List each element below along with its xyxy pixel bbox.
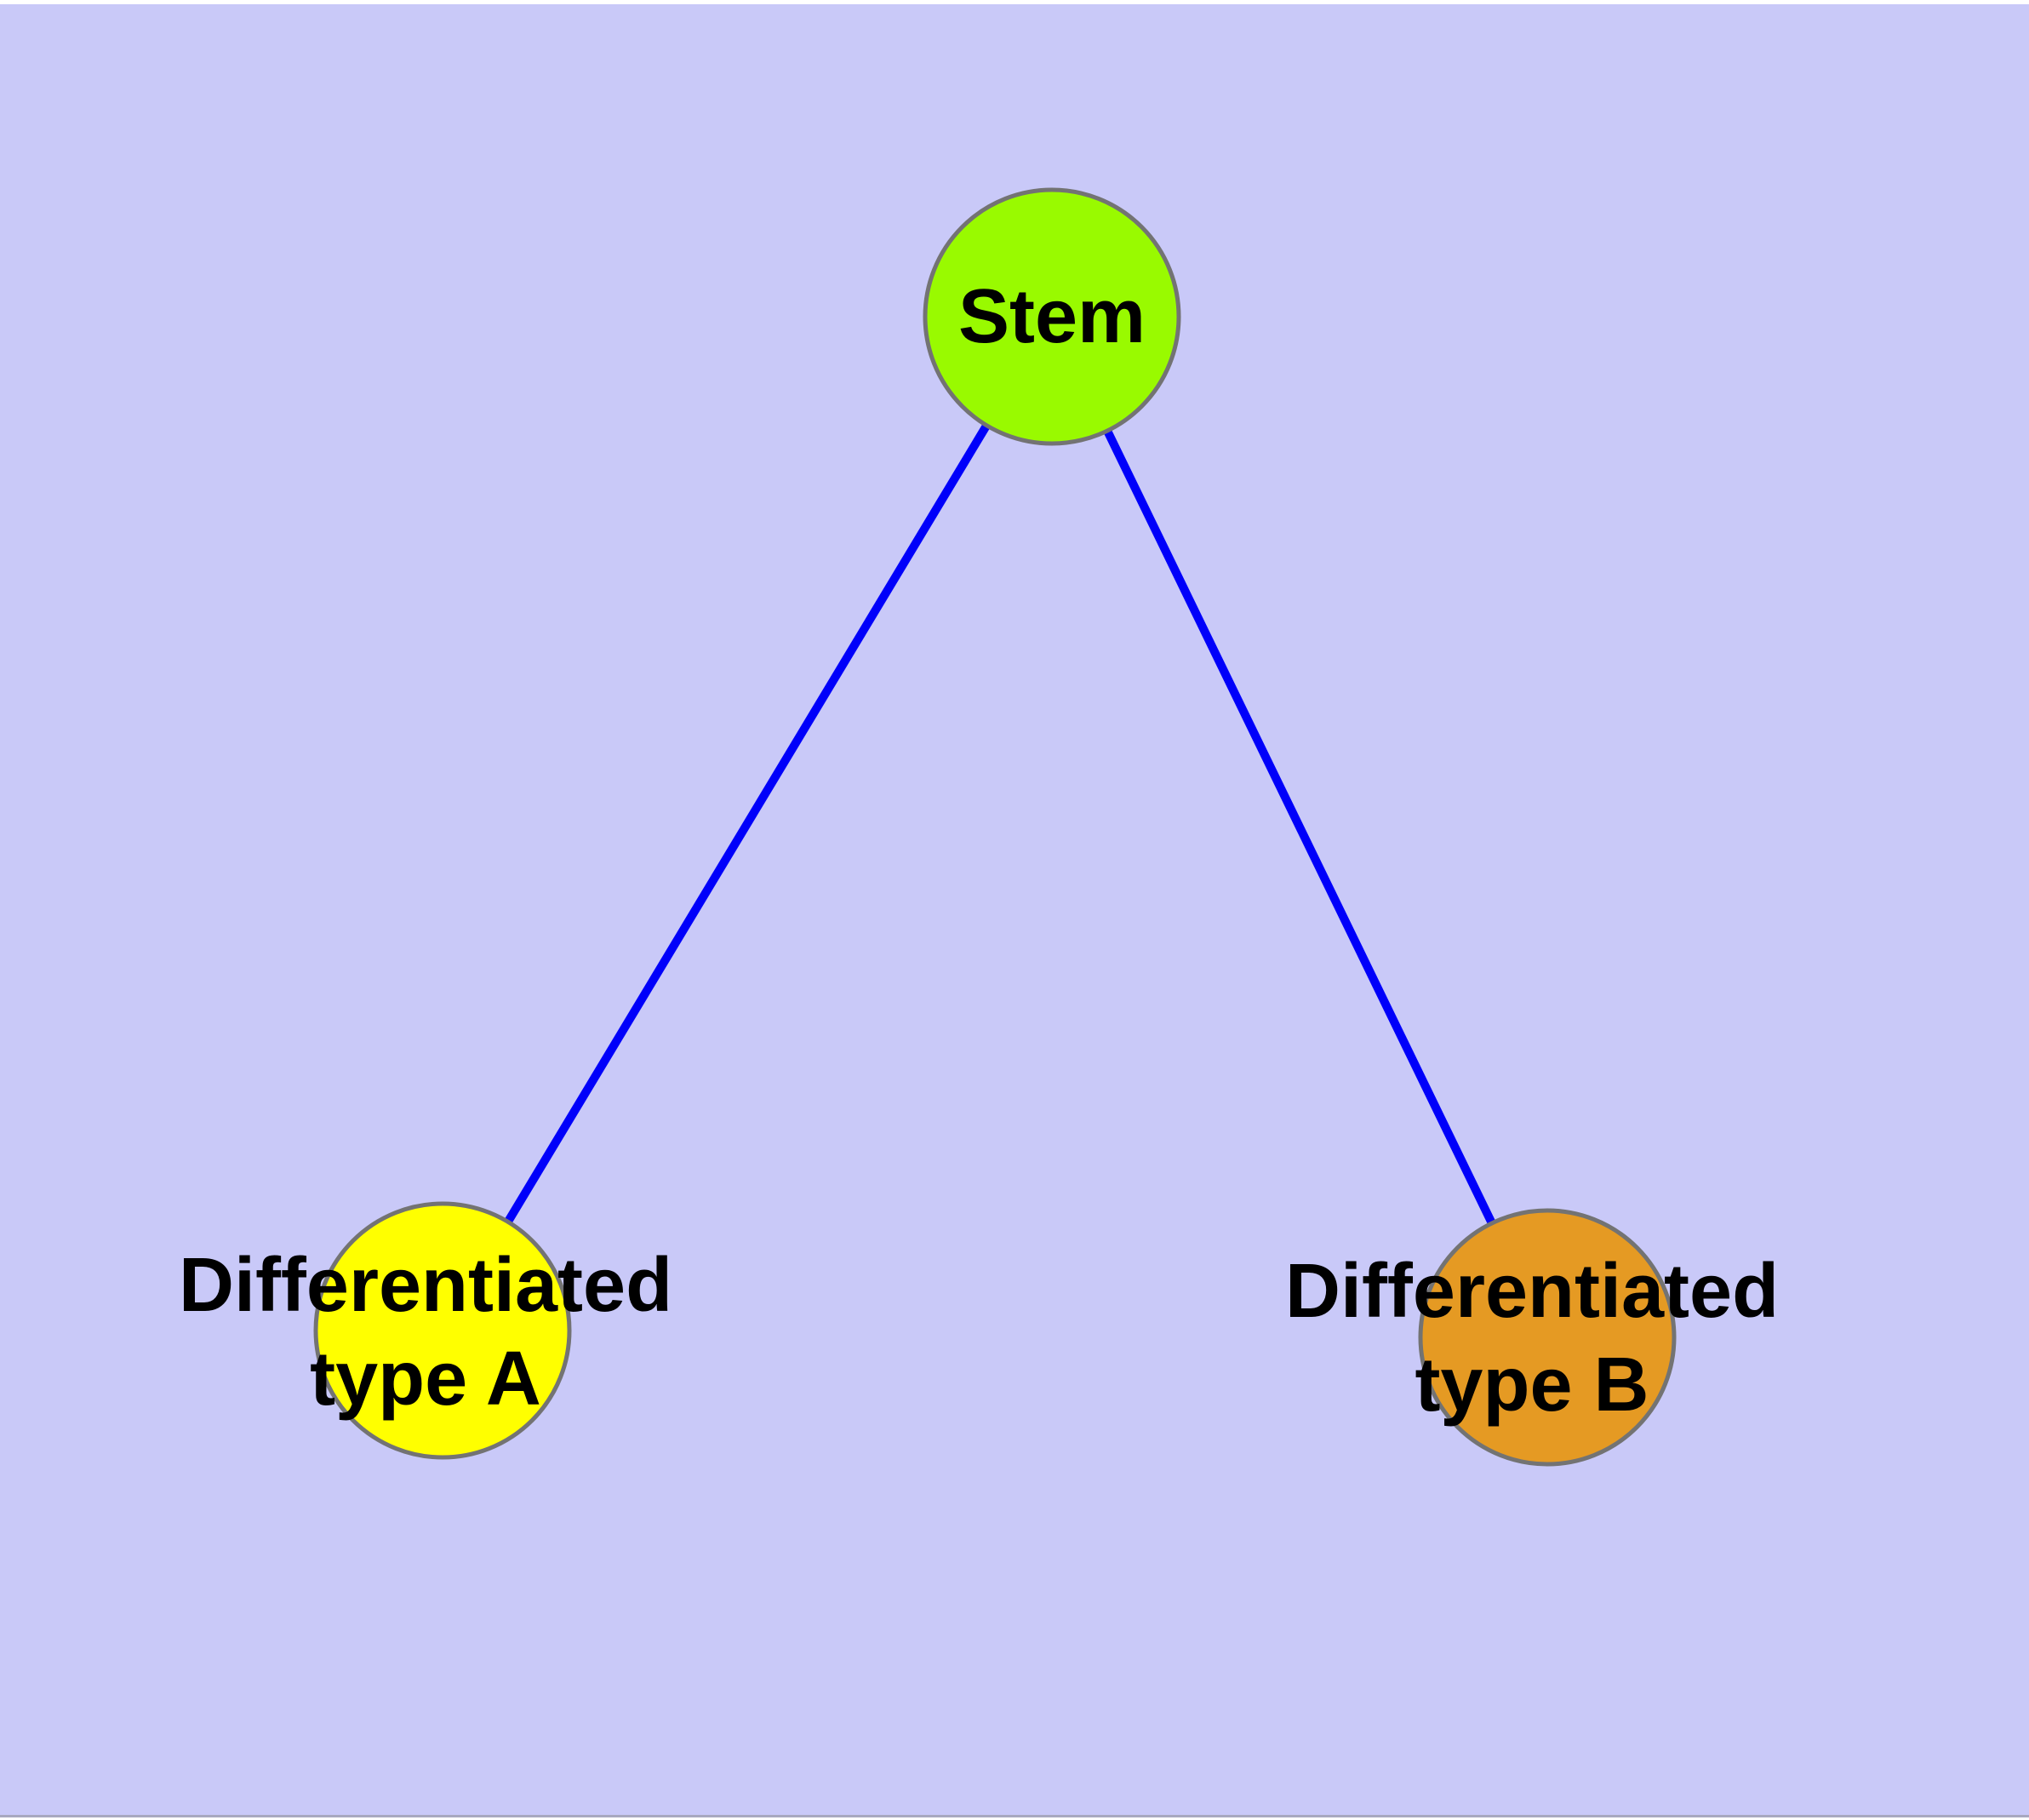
- node-type-a-label-line1: Differentiated: [178, 1243, 673, 1328]
- node-type-a-label-line2: type A: [310, 1336, 541, 1422]
- edge-stem-to-type-b: [1048, 314, 1552, 1340]
- bottom-border-line: [0, 1815, 2029, 1817]
- node-type-b-circle: [1418, 1208, 1677, 1467]
- node-type-b-label: Differentiated type B: [1285, 1245, 1779, 1432]
- edge-stem-to-type-a: [438, 314, 1056, 1333]
- node-stem-label: Stem: [958, 270, 1146, 363]
- diagram-svg: [0, 4, 2029, 1817]
- diagram-canvas: Stem Differentiated type A Differentiate…: [0, 4, 2029, 1817]
- node-type-a-label: Differentiated type A: [179, 1239, 672, 1426]
- node-stem-circle: [923, 187, 1181, 446]
- node-stem-label-text: Stem: [957, 274, 1146, 359]
- node-type-b-label-line2: type B: [1415, 1342, 1649, 1428]
- node-type-a-circle: [313, 1201, 572, 1460]
- node-type-b-label-line1: Differentiated: [1284, 1249, 1780, 1334]
